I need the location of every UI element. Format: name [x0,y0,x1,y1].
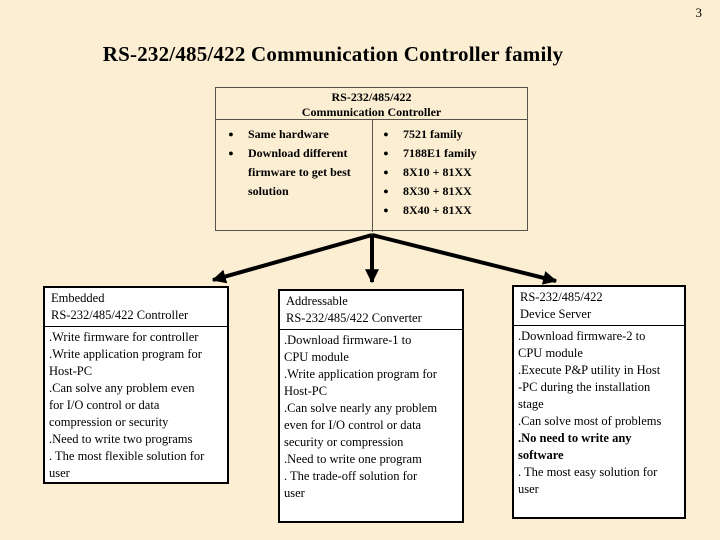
bullet-label: 7521 family [403,127,463,141]
feature-item: .Need to write one program [284,452,422,466]
bullet-label: 8X40 + 81XX [403,203,472,217]
bullet-item: ● Download different firmware to get bes… [216,144,372,201]
arrow-to-embedded-controller [211,233,373,284]
bullet-label: 8X30 + 81XX [403,184,472,198]
leaf-box-items: .Download firmware-2 to CPU module .Exec… [514,326,684,498]
feature-item-highlighted: .No need to write any software [518,431,632,462]
bullet-icon: ● [383,205,389,215]
bullet-icon: ● [383,186,389,196]
feature-item: .Can solve nearly any problem even for I… [284,401,438,449]
feature-item: .Can solve any problem even for I/O cont… [49,381,195,429]
leaf-box-header: Addressable RS-232/485/422 Converter [280,291,462,330]
feature-item: .Write application program for Host-PC [49,347,202,378]
bullet-icon: ● [228,148,234,158]
bullet-label: 7188E1 family [403,146,477,160]
feature-item: . The most flexible solution for user [49,449,205,480]
leaf-box-items: .Download firmware-1 to CPU module .Writ… [280,330,462,502]
root-box-header: RS-232/485/422 Communication Controller [216,88,527,120]
bullet-icon: ● [383,129,389,139]
leaf-box-header: RS-232/485/422 Device Server [514,287,684,326]
feature-item: .Download firmware-1 to CPU module [284,333,412,364]
bullet-item: ● 8X10 + 81XX [373,163,527,182]
bullet-label: 8X10 + 81XX [403,165,472,179]
leaf-box-header: Embedded RS-232/485/422 Controller [45,288,227,327]
feature-item: .Write firmware for controller [49,330,199,344]
feature-item: .Can solve most of problems [518,414,662,428]
feature-item: . The trade-off solution for user [284,469,418,500]
page-number: 3 [695,5,703,20]
bullet-item: ● 7521 family [373,125,527,144]
bullet-item: ● 7188E1 family [373,144,527,163]
bullet-icon: ● [383,167,389,177]
leaf-box-addressable-converter: Addressable RS-232/485/422 Converter .Do… [278,289,464,523]
leaf-box-embedded-controller: Embedded RS-232/485/422 Controller .Writ… [43,286,229,484]
leaf-box-device-server: RS-232/485/422 Device Server .Download f… [512,285,686,519]
feature-item: .Need to write two programs [49,432,193,446]
leaf-box-items: .Write firmware for controller .Write ap… [45,327,227,482]
feature-item: .Write application program for Host-PC [284,367,437,398]
bullet-label: Same hardware [248,127,329,141]
feature-item: . The most easy solution for user [518,465,658,496]
page-title: RS-232/485/422 Communication Controller … [102,42,564,66]
bullet-icon: ● [228,129,234,139]
bullet-item: ● 8X30 + 81XX [373,182,527,201]
bullet-label: Download different firmware to get best … [248,146,351,198]
feature-item: .Download firmware-2 to CPU module [518,329,646,360]
root-box-communication-controller: RS-232/485/422 Communication Controller … [215,87,528,232]
bullet-icon: ● [383,148,389,158]
root-box-body: ● Same hardware ● Download different fir… [216,120,527,232]
arrow-to-device-server [371,233,558,285]
root-box-right-column: ● 7521 family ● 7188E1 family ● 8X10 + 8… [373,120,527,232]
feature-item: .Execute P&P utility in Host -PC during … [518,363,661,411]
root-box-left-column: ● Same hardware ● Download different fir… [216,120,373,232]
bullet-item: ● 8X40 + 81XX [373,201,527,220]
bullet-item: ● Same hardware [216,125,372,144]
